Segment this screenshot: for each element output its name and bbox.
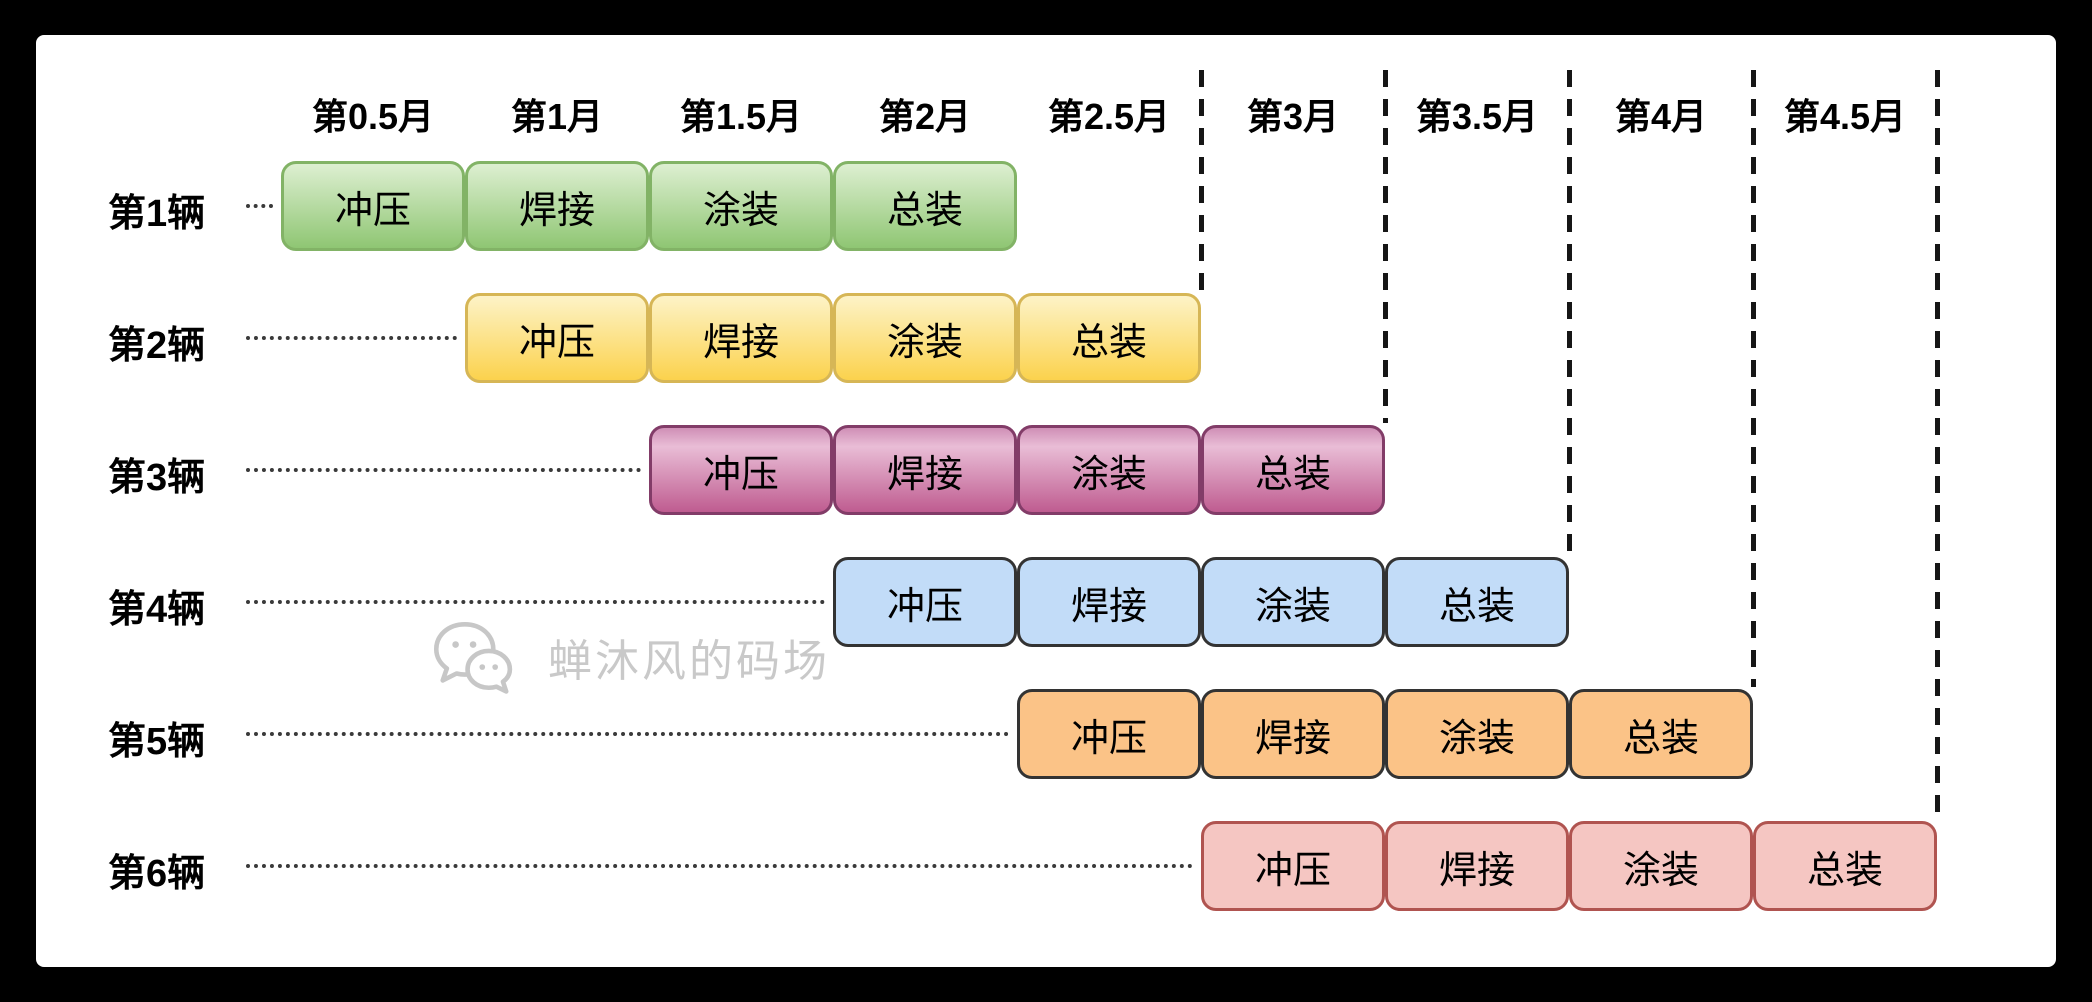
timeline-month-label: 第4月 (1614, 96, 1708, 137)
stage-bar-red: 焊接 (1385, 821, 1569, 911)
stage-label: 冲压 (518, 321, 595, 364)
completion-deadline-dashed-line (1567, 70, 1572, 555)
completion-deadline-dashed-line (1751, 70, 1756, 687)
stage-bar-magenta: 涂装 (1017, 425, 1201, 515)
timeline-month-label: 第4.5月 (1783, 96, 1907, 137)
timeline-month-label: 第1.5月 (679, 96, 803, 137)
wechat-icon (433, 621, 513, 694)
car-row-label: 第6辆 (108, 853, 206, 895)
stage-bar-blue: 冲压 (833, 557, 1017, 647)
stage-label: 总装 (1070, 321, 1147, 364)
leader-dotted-line (246, 468, 641, 472)
stage-label: 焊接 (1438, 849, 1515, 892)
stage-label: 焊接 (702, 321, 779, 364)
car-row-label: 第3辆 (108, 457, 206, 499)
stage-label: 焊接 (1254, 717, 1331, 760)
stage-label: 焊接 (518, 189, 595, 232)
timeline-month-label: 第2.5月 (1047, 96, 1171, 137)
car-row-label: 第5辆 (108, 721, 206, 763)
stage-label: 冲压 (1070, 717, 1147, 760)
stage-bar-red: 涂装 (1569, 821, 1753, 911)
stage-label: 总装 (1806, 849, 1883, 892)
car-row-label: 第2辆 (108, 325, 206, 367)
stage-bar-red: 冲压 (1201, 821, 1385, 911)
stage-label: 焊接 (1070, 585, 1147, 628)
stage-label: 涂装 (1070, 453, 1147, 496)
stage-label: 冲压 (334, 189, 411, 232)
stage-label: 涂装 (702, 189, 779, 232)
stage-bar-blue: 焊接 (1017, 557, 1201, 647)
stage-bar-green: 冲压 (281, 161, 465, 251)
stage-bar-orange: 涂装 (1385, 689, 1569, 779)
timeline-month-label: 第3.5月 (1415, 96, 1539, 137)
stage-label: 总装 (1254, 453, 1331, 496)
stage-bar-magenta: 总装 (1201, 425, 1385, 515)
leader-dotted-line (246, 732, 1009, 736)
stage-bar-green: 涂装 (649, 161, 833, 251)
timeline-month-label: 第0.5月 (311, 96, 435, 137)
stage-label: 涂装 (1622, 849, 1699, 892)
completion-deadline-dashed-line (1935, 70, 1940, 819)
stage-bar-yellow: 涂装 (833, 293, 1017, 383)
timeline-month-label: 第3月 (1246, 96, 1340, 137)
timeline-month-label: 第1月 (510, 96, 604, 137)
stage-label: 涂装 (886, 321, 963, 364)
leader-dotted-line (246, 336, 457, 340)
completion-deadline-dashed-line (1199, 70, 1204, 291)
stage-bar-green: 焊接 (465, 161, 649, 251)
stage-bar-yellow: 焊接 (649, 293, 833, 383)
watermark-text: 蝉沐风的码场 (548, 637, 830, 686)
stage-bar-green: 总装 (833, 161, 1017, 251)
timeline-month-label: 第2月 (878, 96, 972, 137)
stage-label: 涂装 (1438, 717, 1515, 760)
car-row-label: 第4辆 (108, 589, 206, 631)
stage-bar-yellow: 总装 (1017, 293, 1201, 383)
watermark: 蝉沐风的码场 (428, 616, 830, 708)
stage-label: 总装 (886, 189, 963, 232)
leader-dotted-line (246, 204, 273, 208)
leader-dotted-line (246, 600, 825, 604)
stage-label: 冲压 (886, 585, 963, 628)
stage-bar-blue: 涂装 (1201, 557, 1385, 647)
completion-deadline-dashed-line (1383, 70, 1388, 423)
stage-bar-orange: 总装 (1569, 689, 1753, 779)
stage-label: 总装 (1622, 717, 1699, 760)
stage-bar-magenta: 焊接 (833, 425, 1017, 515)
stage-label: 冲压 (702, 453, 779, 496)
stage-label: 涂装 (1254, 585, 1331, 628)
stage-bar-red: 总装 (1753, 821, 1937, 911)
stage-bar-magenta: 冲压 (649, 425, 833, 515)
stage-label: 焊接 (886, 453, 963, 496)
stage-bar-yellow: 冲压 (465, 293, 649, 383)
stage-bar-blue: 总装 (1385, 557, 1569, 647)
stage-bar-orange: 焊接 (1201, 689, 1385, 779)
leader-dotted-line (246, 864, 1193, 868)
car-row-label: 第1辆 (108, 193, 206, 235)
stage-label: 冲压 (1254, 849, 1331, 892)
stage-bar-orange: 冲压 (1017, 689, 1201, 779)
stage-label: 总装 (1438, 585, 1515, 628)
